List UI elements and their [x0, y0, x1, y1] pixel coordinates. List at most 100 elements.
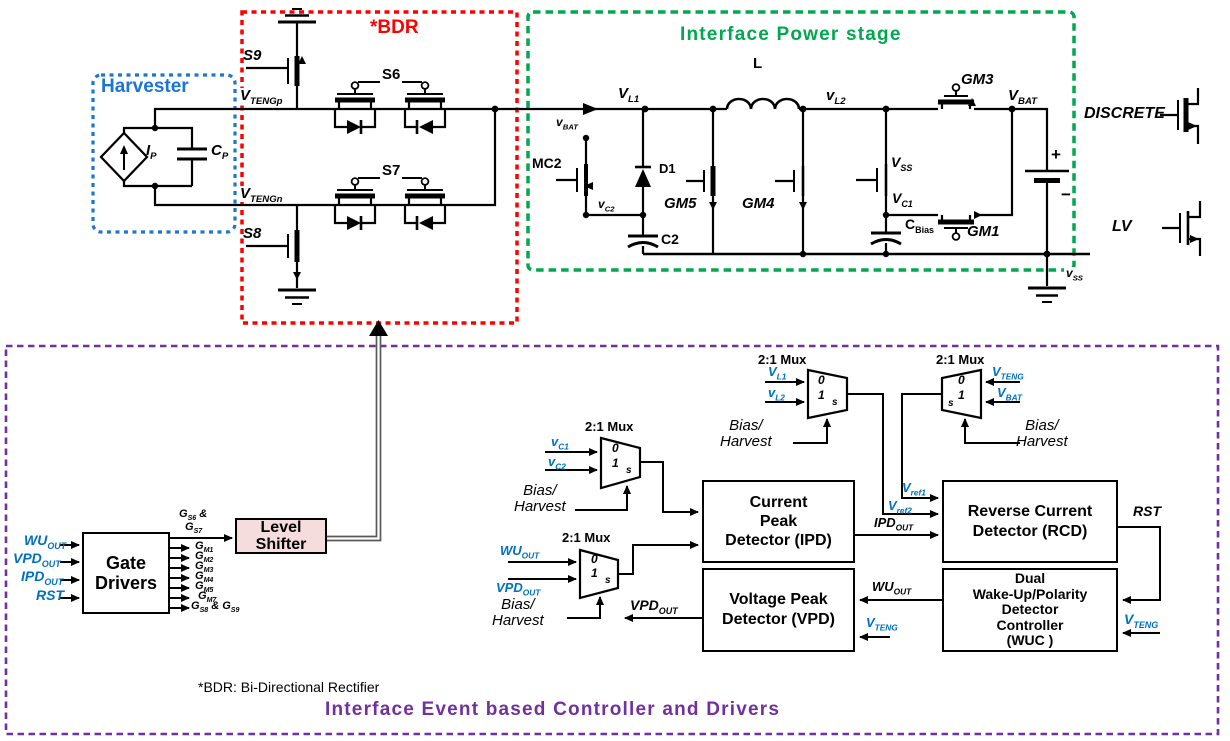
vtengp-label: VTENGp: [238, 87, 285, 107]
controller-title: Interface Event based Controller and Dri…: [325, 699, 781, 720]
mux-vc-symbol: [599, 436, 642, 490]
bdr-footnote: *BDR: Bi-Directional Rectifier: [198, 679, 380, 695]
s6-diode-right-icon: [419, 120, 433, 134]
gm2-drive-label: GM2: [195, 550, 214, 565]
gm1-drive-label: GM1: [195, 540, 214, 555]
mux-vtengvbat-title: 2:1 Mux: [936, 352, 985, 367]
vbat-node-label: vBAT: [556, 115, 578, 132]
rcd-line1: Reverse Current: [967, 502, 1093, 520]
vpd-line1: Voltage Peak: [729, 591, 828, 608]
vpdout-wire-label: VPDOUT: [630, 597, 678, 616]
controller-wiring: [60, 320, 1161, 641]
wuc-line5: (WUC ): [1006, 632, 1054, 649]
bias-harvest-label-2: Bias/Harvest: [492, 596, 544, 629]
ip-label: IP: [146, 142, 157, 162]
vc2-node-label: vC2: [598, 197, 615, 214]
mux1-in0: 0: [612, 441, 619, 455]
mux2-in0: 0: [591, 552, 598, 566]
wuc-line3: Detector: [1001, 601, 1059, 618]
mc2-label: MC2: [532, 155, 562, 171]
discrete-legend-label: DISCRETE: [1084, 105, 1165, 122]
gm4-arrow-icon: [799, 202, 807, 210]
level-shifter-block: Level Shifter: [235, 518, 327, 554]
s6-label: S6: [380, 66, 403, 83]
wuout-input-label: WUOUT: [24, 532, 67, 551]
s9-label: S9: [243, 47, 262, 64]
mux3-in1: 1: [818, 388, 825, 402]
ipdout-input-label: IPDOUT: [21, 568, 64, 587]
gate-drivers-line2: Drivers: [94, 573, 158, 593]
level-shifter-line1: Level: [260, 519, 302, 536]
level-shifter-arrow-icon: [369, 320, 388, 336]
vss-ground-label: vSS: [1064, 266, 1085, 283]
rst-input-label: RST: [36, 587, 64, 603]
vc1-mux-label: vC1: [551, 434, 569, 452]
vss-transistor-label: VSS: [891, 154, 913, 173]
mux4-sel: s: [948, 398, 954, 409]
gs89-drive-label: GS8 & GS9: [191, 600, 240, 615]
s7-label: S7: [380, 162, 403, 179]
vl1-label: VL1: [618, 85, 640, 105]
current-source-arrow-icon: [120, 145, 128, 154]
vl1-mux-label: VL1: [768, 364, 787, 382]
discrete-arrow-icon: [1188, 122, 1197, 130]
mux-vl-symbol: [806, 368, 849, 420]
gm3-arrow-icon: [968, 98, 976, 106]
wuc-block: Dual Wake-Up/Polarity Detector Controlle…: [942, 568, 1118, 652]
s8-arrow-icon: [293, 272, 301, 280]
d1-label: D1: [659, 161, 676, 176]
harvester-box: [91, 73, 237, 234]
wuc-line2: Wake-Up/Polarity: [972, 585, 1088, 602]
mux3-in0: 0: [818, 373, 825, 387]
mux1-in1: 1: [612, 456, 619, 470]
vteng-wuc-label: VTENG: [1124, 611, 1159, 630]
mux-wu-vpd-symbol: [578, 548, 620, 600]
d1-diode-icon: [635, 169, 651, 187]
bias-harvest-label-4: Bias/Harvest: [1016, 417, 1068, 450]
gm4-drive-label: GM4: [195, 570, 214, 585]
power-stage-circuit: [495, 83, 1090, 303]
gm5-arrow-icon: [709, 202, 717, 210]
legend-symbols: [1160, 88, 1202, 256]
mux4-in1: 1: [958, 388, 965, 402]
mux2-sel: s: [605, 575, 611, 586]
gs67-label-line1: GS6 &: [179, 508, 208, 523]
bias-harvest-label-3: Bias/Harvest: [720, 417, 772, 450]
vc1-label: VC1: [892, 190, 913, 209]
vpdout-mux-label: VPDOUT: [496, 580, 541, 598]
mux-vl-title: 2:1 Mux: [758, 352, 807, 367]
vteng-mux-label: VTENG: [992, 364, 1024, 382]
harvester-circuit: [99, 105, 499, 207]
inductor-label: L: [753, 55, 763, 72]
ipd-line2: Peak: [759, 513, 798, 530]
bias-harvest-label-1: Bias/Harvest: [514, 482, 566, 515]
mux1-sel: s: [626, 465, 632, 476]
lv-arrow-icon: [1190, 235, 1199, 243]
mux-wuvpd-title: 2:1 Mux: [562, 530, 611, 545]
rcd-block: Reverse Current Detector (RCD): [942, 480, 1118, 563]
gm7-drive-label: GM7: [198, 590, 217, 605]
bdr-title: *BDR: [370, 17, 419, 38]
wuc-line1: Dual: [1014, 570, 1046, 587]
vbat-label: VBAT: [1008, 87, 1038, 107]
s6-diode-left-icon: [347, 120, 361, 134]
level-shifter-line2: Shifter: [255, 536, 307, 553]
vref2-label: Vref2: [888, 498, 912, 516]
rcd-line2: Detector (RCD): [972, 522, 1088, 540]
ipd-line3: Detector (IPD): [725, 532, 832, 549]
s7-diode-right-icon: [419, 216, 433, 230]
mux4-in0: 0: [958, 373, 965, 387]
gm4-label: GM4: [742, 195, 775, 212]
gate-drivers-line1: Gate: [105, 553, 147, 573]
vpdout-input-label: VPDOUT: [13, 550, 61, 569]
gm5-label: GM5: [664, 195, 697, 212]
vpd-line2: Detector (VPD): [722, 611, 835, 628]
wuout-mux-label: WUOUT: [500, 543, 540, 561]
vref1-label: Vref1: [902, 480, 926, 498]
ipd-block: Current Peak Detector (IPD): [702, 480, 855, 563]
mux-vc-title: 2:1 Mux: [585, 419, 634, 434]
gm1-label: GM1: [967, 223, 1000, 240]
vl2-label: vL2: [826, 87, 846, 107]
vl2-mux-label: vL2: [768, 385, 785, 403]
